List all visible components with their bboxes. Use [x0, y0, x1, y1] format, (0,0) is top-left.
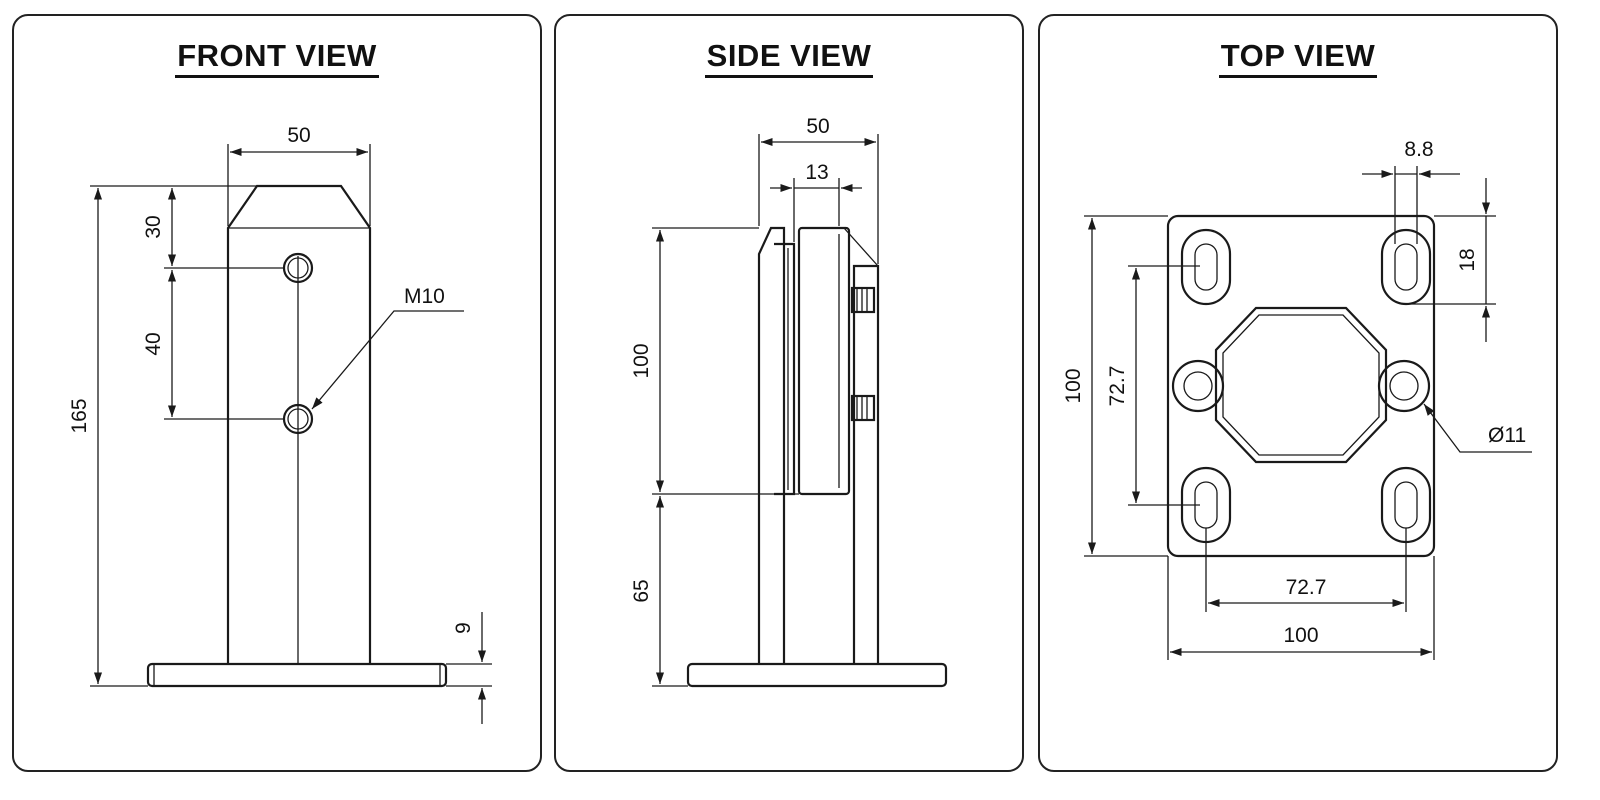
top-base-plate: [1166, 214, 1436, 558]
top-view-panel: TOP VIEW: [1038, 14, 1558, 772]
front-view-drawing: 50 165 30 40 M10 9: [68, 124, 492, 724]
front-post-outline: [226, 184, 372, 664]
front-view-panel: FRONT VIEW 50 165 30: [12, 14, 542, 772]
top-slot-top-right: [1380, 228, 1432, 306]
top-hole-spacing-v-label: 72.7: [1106, 366, 1129, 407]
front-thread-leader: [311, 310, 464, 410]
top-plate-width-label: 100: [1283, 624, 1318, 647]
top-slot-top-left: [1180, 228, 1232, 306]
top-view-title: TOP VIEW: [1040, 38, 1556, 78]
side-clamp-block: [797, 226, 851, 496]
side-clamp-height-label: 100: [630, 343, 653, 378]
side-left-wall: [757, 226, 786, 664]
top-hole-spacing-h-label: 72.7: [1286, 576, 1327, 599]
front-hole-spacing-label: 40: [142, 332, 165, 355]
side-right-wall: [852, 264, 880, 664]
top-hole-diameter-label: Ø11: [1488, 424, 1526, 447]
top-octagon-post: [1214, 306, 1388, 464]
side-width-label: 50: [806, 115, 829, 138]
side-view-drawing: 50 13 100 65: [630, 115, 948, 688]
front-base-plate: [146, 662, 448, 688]
side-base-plate: [686, 662, 948, 688]
side-view-title: SIDE VIEW: [556, 38, 1022, 78]
front-total-height-label: 165: [68, 398, 91, 433]
side-bolt-upper: [850, 286, 876, 314]
top-hole-right: [1377, 359, 1431, 413]
side-bolt-lower: [850, 394, 876, 422]
front-width-label: 50: [287, 124, 310, 147]
front-thread-label: M10: [404, 285, 445, 308]
top-slot-length-label: 18: [1456, 248, 1479, 271]
side-slot-label: 13: [805, 161, 828, 184]
top-plate-height-label: 100: [1062, 368, 1085, 403]
top-slot-width-label: 8.8: [1404, 138, 1433, 161]
side-view-panel: SIDE VIEW 50: [554, 14, 1024, 772]
front-base-thickness-label: 9: [452, 622, 475, 634]
front-view-title: FRONT VIEW: [14, 38, 540, 78]
top-hole-diameter-leader: [1423, 403, 1532, 453]
top-view-drawing: 8.8 18 100 72.7 72.7 100 Ø11: [1062, 138, 1532, 660]
top-hole-left: [1171, 359, 1225, 413]
side-post-height-label: 65: [630, 579, 653, 602]
front-bevel-label: 30: [142, 215, 165, 238]
